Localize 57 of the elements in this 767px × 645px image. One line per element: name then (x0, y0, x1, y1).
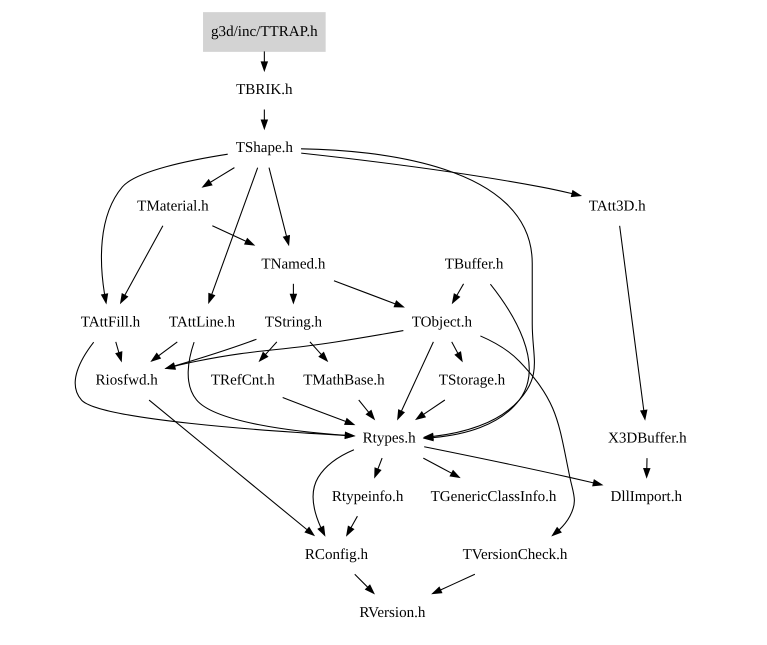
node-text: TRefCnt.h (210, 372, 275, 389)
arrow (150, 341, 178, 362)
node-text: TString.h (264, 314, 322, 330)
node-box: g3d/inc/TTRAP.h (203, 12, 326, 52)
arrow (619, 226, 648, 421)
arrow (115, 342, 122, 363)
node-text: TBRIK.h (236, 82, 293, 98)
node-text: TAtt3D.h (588, 198, 646, 214)
node-text: TObject.h (412, 314, 472, 330)
arrow (414, 400, 446, 420)
arrow (148, 400, 316, 536)
arrow (208, 168, 258, 304)
arrow (451, 342, 463, 362)
arrow (424, 446, 604, 486)
node-text: X3DBuffer.h (608, 430, 687, 447)
node-text: TBuffer.h (444, 256, 504, 272)
arrow (301, 152, 582, 198)
node-text: Riosfwd.h (95, 372, 158, 389)
arrow (354, 574, 375, 595)
arrow (202, 167, 235, 188)
arrow (258, 342, 278, 362)
arrow (260, 51, 268, 72)
arrow (643, 458, 651, 479)
arrow (212, 225, 256, 246)
node-text: TAttFill.h (80, 314, 140, 330)
arrow (423, 458, 461, 478)
arrow (260, 110, 268, 130)
arrow (100, 154, 228, 304)
node-text: TMaterial.h (137, 198, 209, 214)
node-text: TVersionCheck.h (462, 546, 568, 563)
node-text: DllImport.h (610, 488, 682, 505)
arrow (480, 335, 575, 536)
node-text: RConfig.h (304, 546, 368, 563)
arrow (312, 449, 354, 537)
arrow (120, 225, 164, 304)
node-text: TShape.h (236, 140, 293, 156)
arrow (358, 400, 376, 420)
node-text: TStorage.h (438, 372, 506, 389)
arrow (268, 167, 290, 246)
arrow (346, 516, 358, 537)
node-text: TAttLine.h (168, 314, 235, 330)
node-text: TGenericClassInfo.h (430, 488, 556, 505)
arrow (290, 284, 298, 304)
arrow (397, 342, 434, 420)
arrow (188, 342, 356, 440)
node-text: Rtypeinfo.h (332, 488, 404, 505)
arrow (282, 396, 356, 426)
arrow (374, 458, 383, 479)
arrow (431, 574, 476, 594)
arrow (452, 284, 464, 304)
node-text: RVersion.h (359, 604, 426, 621)
node-text: Rtypes.h (362, 430, 416, 447)
arrow (310, 342, 328, 362)
arrow (334, 280, 405, 308)
arrow (74, 342, 356, 440)
node-text: TNamed.h (261, 256, 326, 272)
node-text: TMathBase.h (303, 372, 385, 389)
